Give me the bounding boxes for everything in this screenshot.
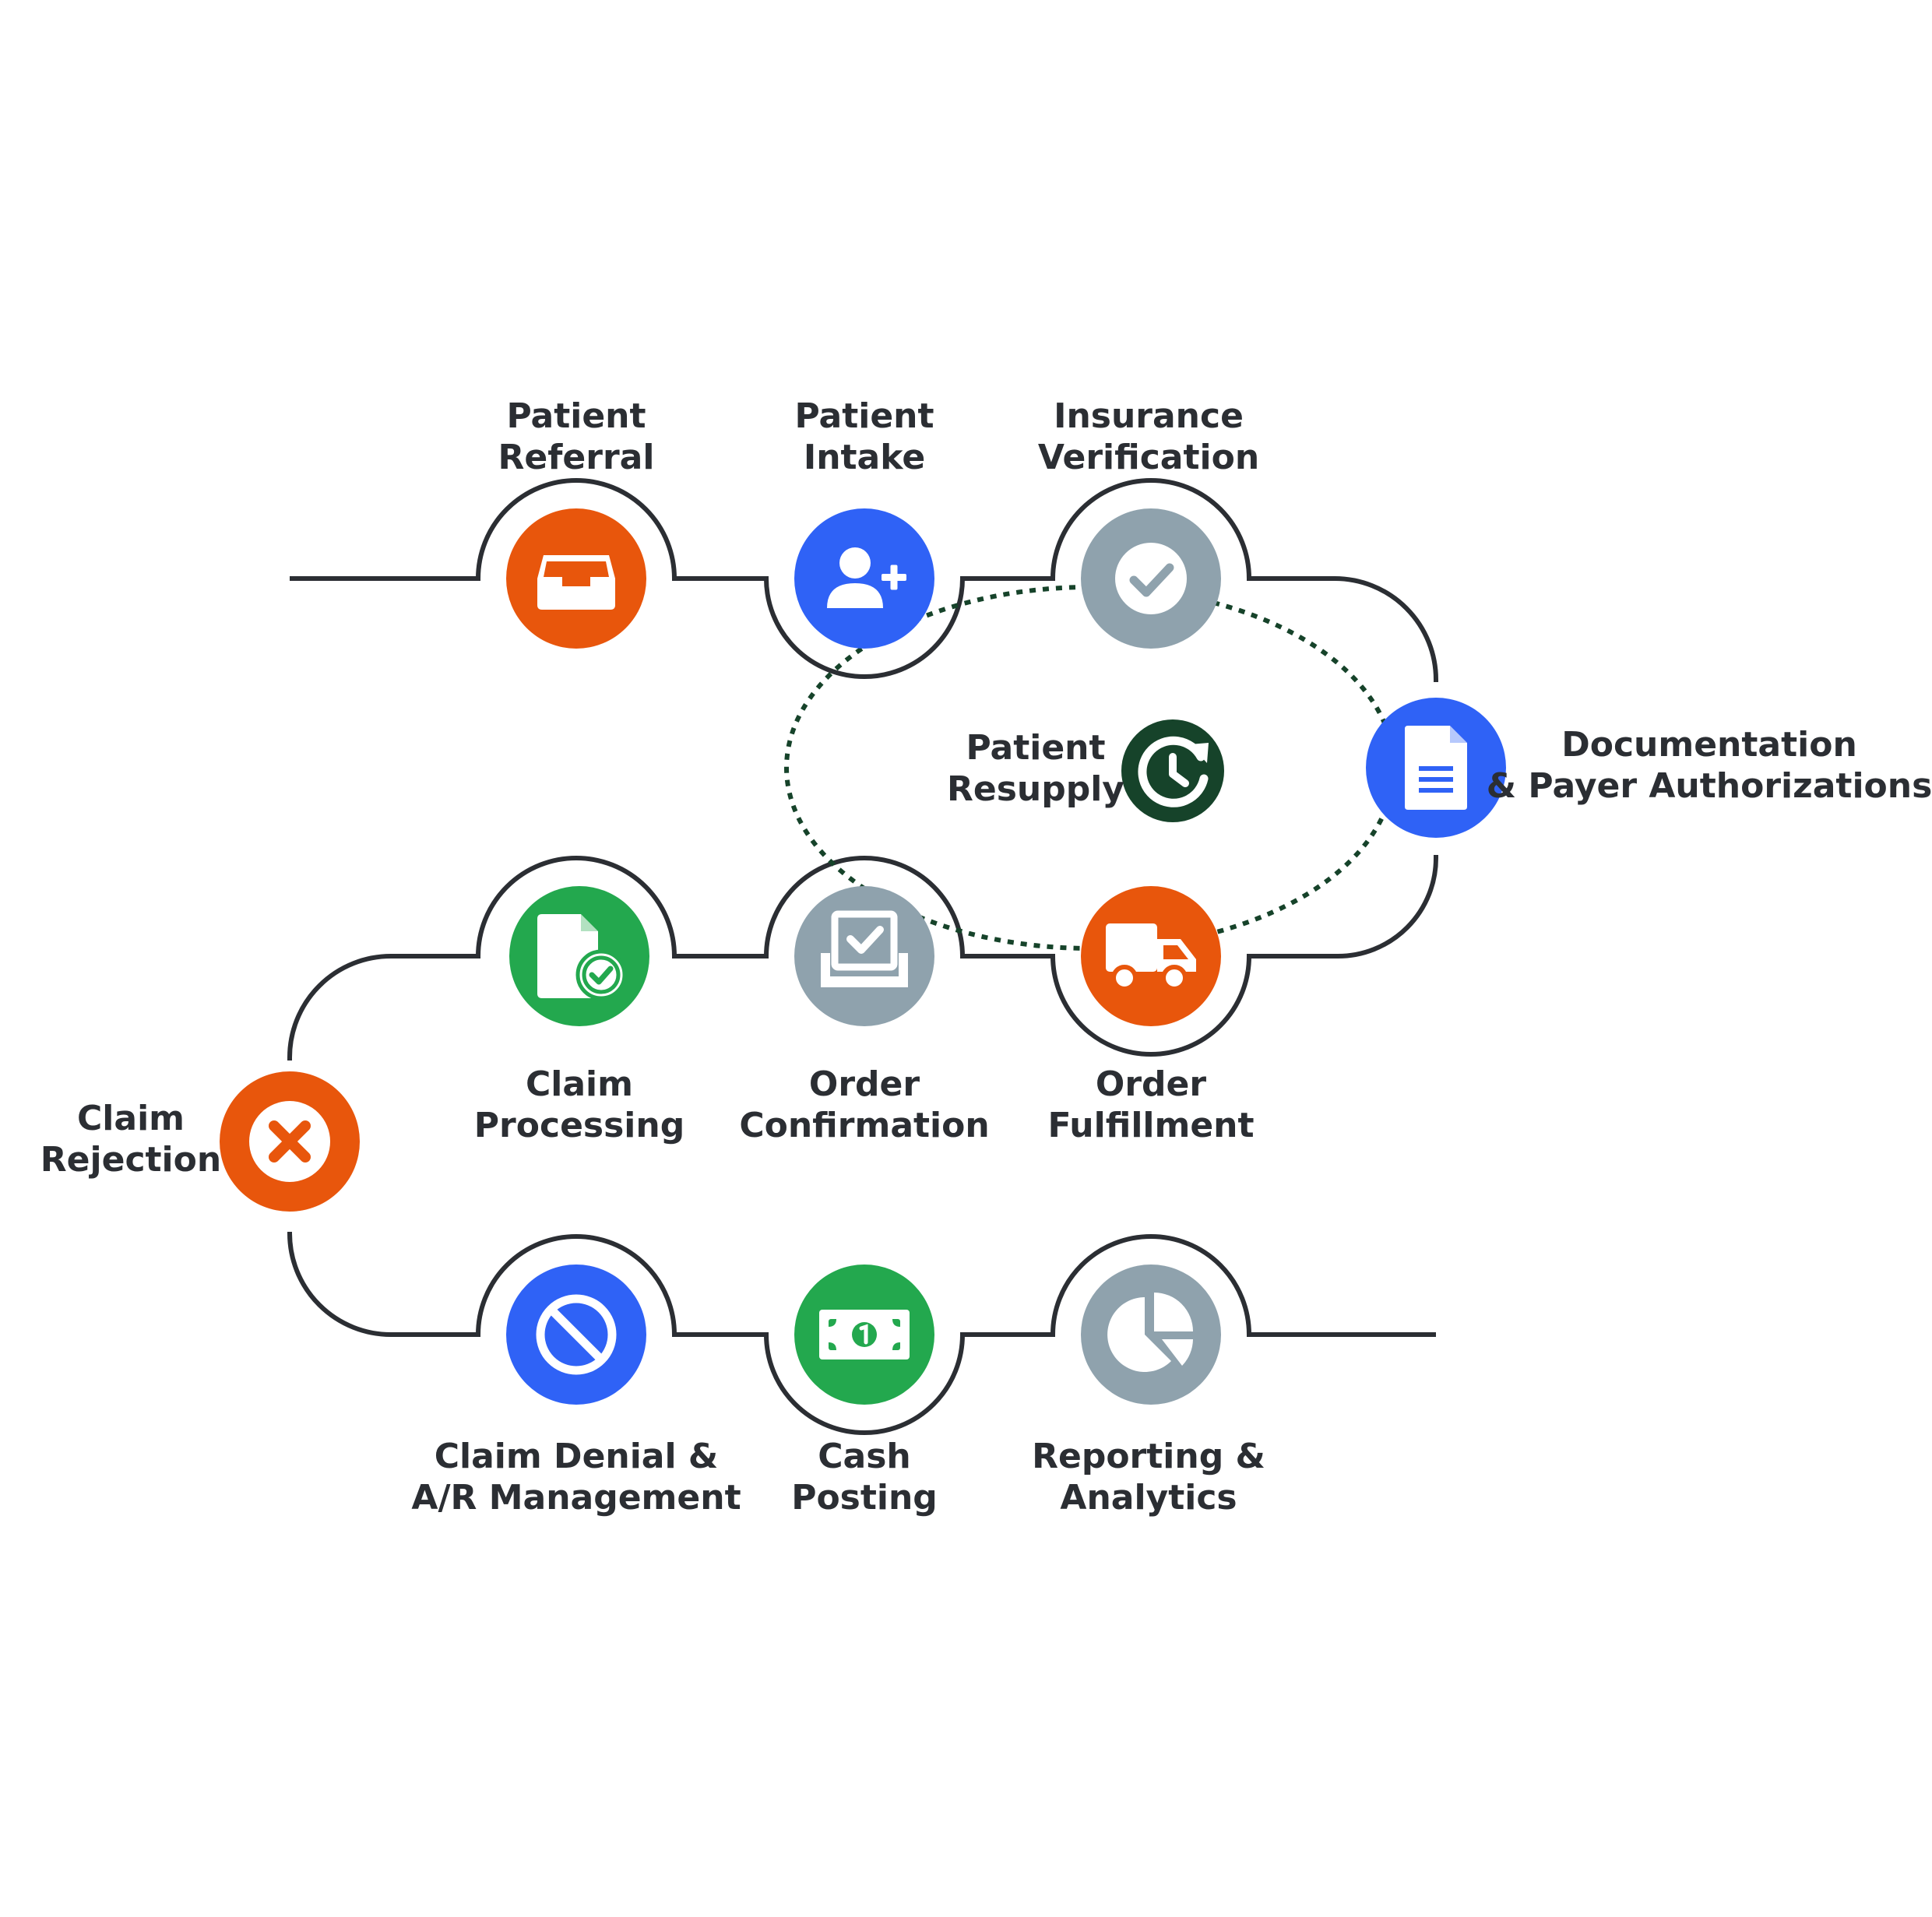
node-patient-referral bbox=[506, 508, 646, 649]
check-circle-icon bbox=[1115, 543, 1187, 614]
label-reporting-analytics: Reporting &Analytics bbox=[1032, 1437, 1265, 1518]
node-cash-posting bbox=[794, 1265, 934, 1405]
node-reporting-analytics bbox=[1081, 1265, 1221, 1405]
node-claim-rejection bbox=[220, 1071, 360, 1212]
node-claim-denial bbox=[506, 1265, 646, 1405]
node-circle bbox=[794, 508, 934, 649]
document-icon bbox=[1405, 726, 1467, 810]
node-patient-intake bbox=[794, 508, 934, 649]
node-order-confirmation bbox=[794, 886, 934, 1026]
workflow-path bbox=[287, 478, 1438, 1435]
node-documentation bbox=[1366, 698, 1506, 838]
x-circle-icon bbox=[249, 1101, 330, 1182]
node-insurance-verification bbox=[1081, 508, 1221, 649]
pie-chart-icon bbox=[1107, 1293, 1193, 1372]
node-circle bbox=[794, 886, 934, 1026]
checkbox-tray-icon bbox=[821, 910, 908, 987]
node-circle bbox=[1081, 1265, 1221, 1405]
banknote-icon bbox=[819, 1310, 910, 1359]
label-claim-denial: Claim Denial &A/R Management bbox=[411, 1437, 741, 1518]
prohibited-icon bbox=[536, 1294, 617, 1375]
node-order-fulfillment bbox=[1081, 886, 1221, 1026]
add-user-icon bbox=[827, 547, 906, 608]
refresh-clock-icon bbox=[1138, 736, 1209, 807]
label-documentation: Documentation& Payer Authorizations bbox=[1486, 725, 1932, 806]
delivery-truck-icon bbox=[1106, 923, 1196, 991]
file-check-icon bbox=[537, 914, 627, 1001]
node-claim-processing bbox=[509, 886, 649, 1026]
inbox-tray-icon bbox=[537, 555, 615, 610]
node-patient-resupply bbox=[1121, 719, 1224, 822]
